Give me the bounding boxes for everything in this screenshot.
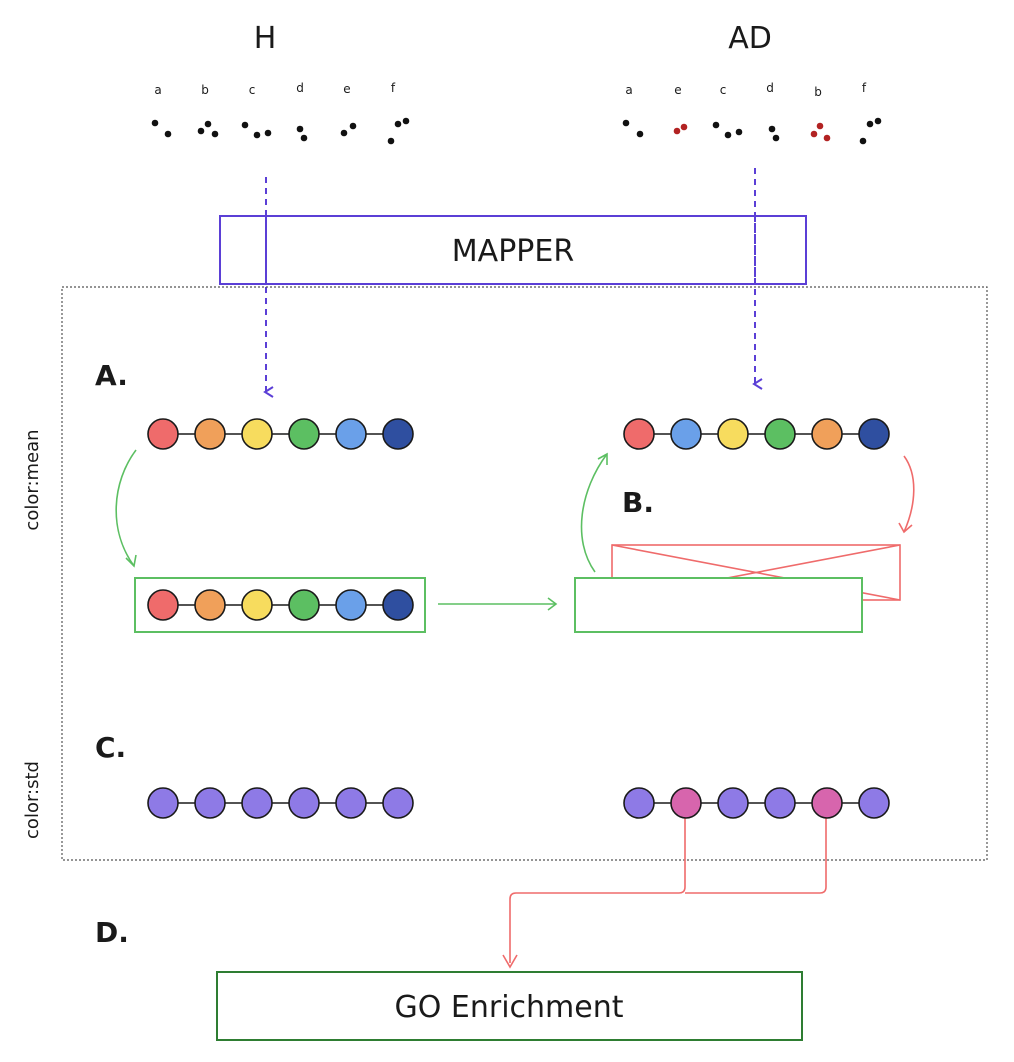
left-point-clusters	[151, 117, 410, 145]
header-ad: AD	[728, 21, 772, 56]
graph-node-green	[764, 418, 796, 450]
graph-node-purple	[241, 787, 273, 819]
graph-std-healthy	[147, 787, 414, 819]
graph-node-yellow	[241, 418, 273, 450]
graph-node-red	[147, 418, 179, 450]
graph-mean-healthy	[147, 418, 414, 450]
sample-label: c	[249, 83, 256, 97]
sample-label: d	[296, 81, 304, 95]
side-label-mean: color:mean	[22, 429, 43, 530]
point-cluster	[622, 119, 644, 138]
analysis-frame	[61, 286, 988, 861]
point-cluster	[712, 121, 743, 139]
point-cluster	[859, 117, 882, 145]
right-point-clusters	[622, 117, 882, 145]
point-cluster	[197, 120, 219, 138]
graph-node-yellow	[241, 589, 273, 621]
sample-label: a	[625, 83, 632, 97]
green-arrow-up	[580, 453, 608, 573]
green-arrow-down	[115, 449, 137, 567]
graph-node-purple	[147, 787, 179, 819]
red-arrowhead	[898, 522, 913, 534]
point-cluster	[387, 117, 410, 145]
sample-label: b	[201, 83, 209, 97]
graph-node-pink	[670, 787, 702, 819]
right-sample-labels: a e c d b f	[625, 81, 867, 99]
graph-node-purple	[194, 787, 226, 819]
point-cluster	[241, 121, 272, 139]
graph-node-darkblue	[382, 589, 414, 621]
left-sample-labels: a b c d e f	[154, 81, 396, 97]
go-enrichment-box	[216, 971, 803, 1041]
graph-node-red	[623, 418, 655, 450]
graph-node-purple	[858, 787, 890, 819]
graph-node-lightblue	[670, 418, 702, 450]
green-arrowhead	[597, 452, 608, 465]
go-enrichment-label: GO Enrichment	[395, 990, 624, 1025]
section-label-c: C.	[95, 731, 126, 764]
sample-label: f	[862, 81, 867, 95]
sample-label: a	[154, 83, 161, 97]
point-cluster	[296, 125, 308, 142]
graph-node-pink	[811, 787, 843, 819]
sample-label: e	[674, 83, 681, 97]
graph-node-lightblue	[335, 418, 367, 450]
graph-node-green	[288, 589, 320, 621]
graph-node-purple	[288, 787, 320, 819]
point-cluster	[340, 122, 357, 137]
comparison-front-box	[574, 577, 863, 633]
graph-node-darkblue	[382, 418, 414, 450]
graph-node-purple	[382, 787, 414, 819]
graph-std-ad	[623, 787, 890, 819]
mapper-label: MAPPER	[452, 234, 574, 269]
sample-label: e	[343, 82, 350, 96]
green-arrowhead	[547, 597, 558, 611]
graph-node-green	[288, 418, 320, 450]
sample-label: f	[391, 81, 396, 95]
graph-mean-selected	[147, 589, 414, 621]
graph-mean-ad	[623, 418, 890, 450]
graph-node-orange	[811, 418, 843, 450]
graph-node-orange	[194, 418, 226, 450]
sample-label: c	[720, 83, 727, 97]
red-arrowhead	[502, 954, 518, 969]
point-cluster	[673, 123, 688, 135]
graph-node-purple	[335, 787, 367, 819]
selected-graph-box	[134, 577, 426, 633]
graph-node-lightblue	[335, 589, 367, 621]
section-label-a: A.	[95, 359, 128, 392]
red-arrow-down	[903, 455, 915, 533]
point-cluster	[810, 122, 831, 142]
header-h: H	[254, 21, 277, 56]
graph-node-purple	[764, 787, 796, 819]
sample-label: b	[814, 85, 822, 99]
point-cluster	[768, 125, 780, 142]
graph-node-darkblue	[858, 418, 890, 450]
graph-node-purple	[717, 787, 749, 819]
mapper-box	[219, 215, 807, 285]
graph-node-orange	[194, 589, 226, 621]
section-label-d: D.	[95, 916, 129, 949]
graph-node-yellow	[717, 418, 749, 450]
graph-node-red	[147, 589, 179, 621]
sample-label: d	[766, 81, 774, 95]
green-arrowhead	[125, 554, 137, 568]
section-label-b: B.	[622, 486, 654, 519]
side-label-std: color:std	[22, 761, 43, 839]
graph-node-purple	[623, 787, 655, 819]
go-connectors	[509, 818, 827, 963]
point-cluster	[151, 119, 172, 138]
